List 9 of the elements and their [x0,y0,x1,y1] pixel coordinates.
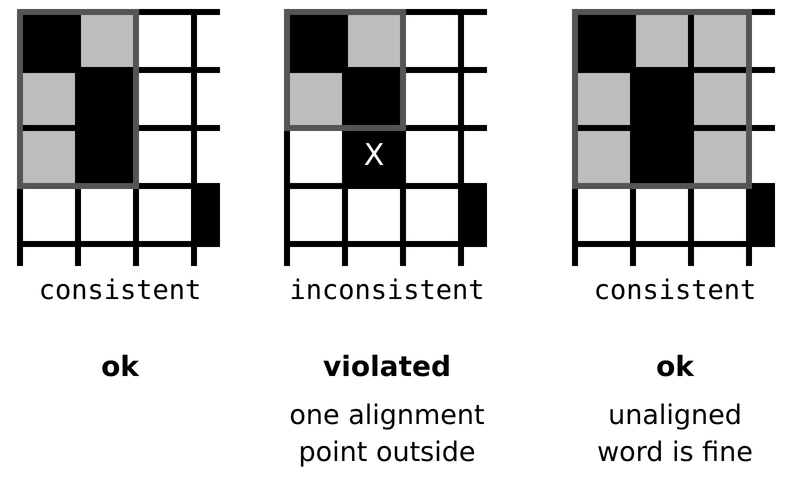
alignment-status: inconsistent [288,277,486,304]
verdict: ok [100,353,140,381]
alignment-status: consistent [592,277,758,304]
explanation: one alignment point outside [288,399,486,470]
verdict: violated [322,353,452,381]
cell-mark: X [362,141,386,171]
explanation: unaligned word is fine [596,399,754,470]
alignment-status: consistent [38,277,202,304]
verdict: ok [655,353,696,381]
